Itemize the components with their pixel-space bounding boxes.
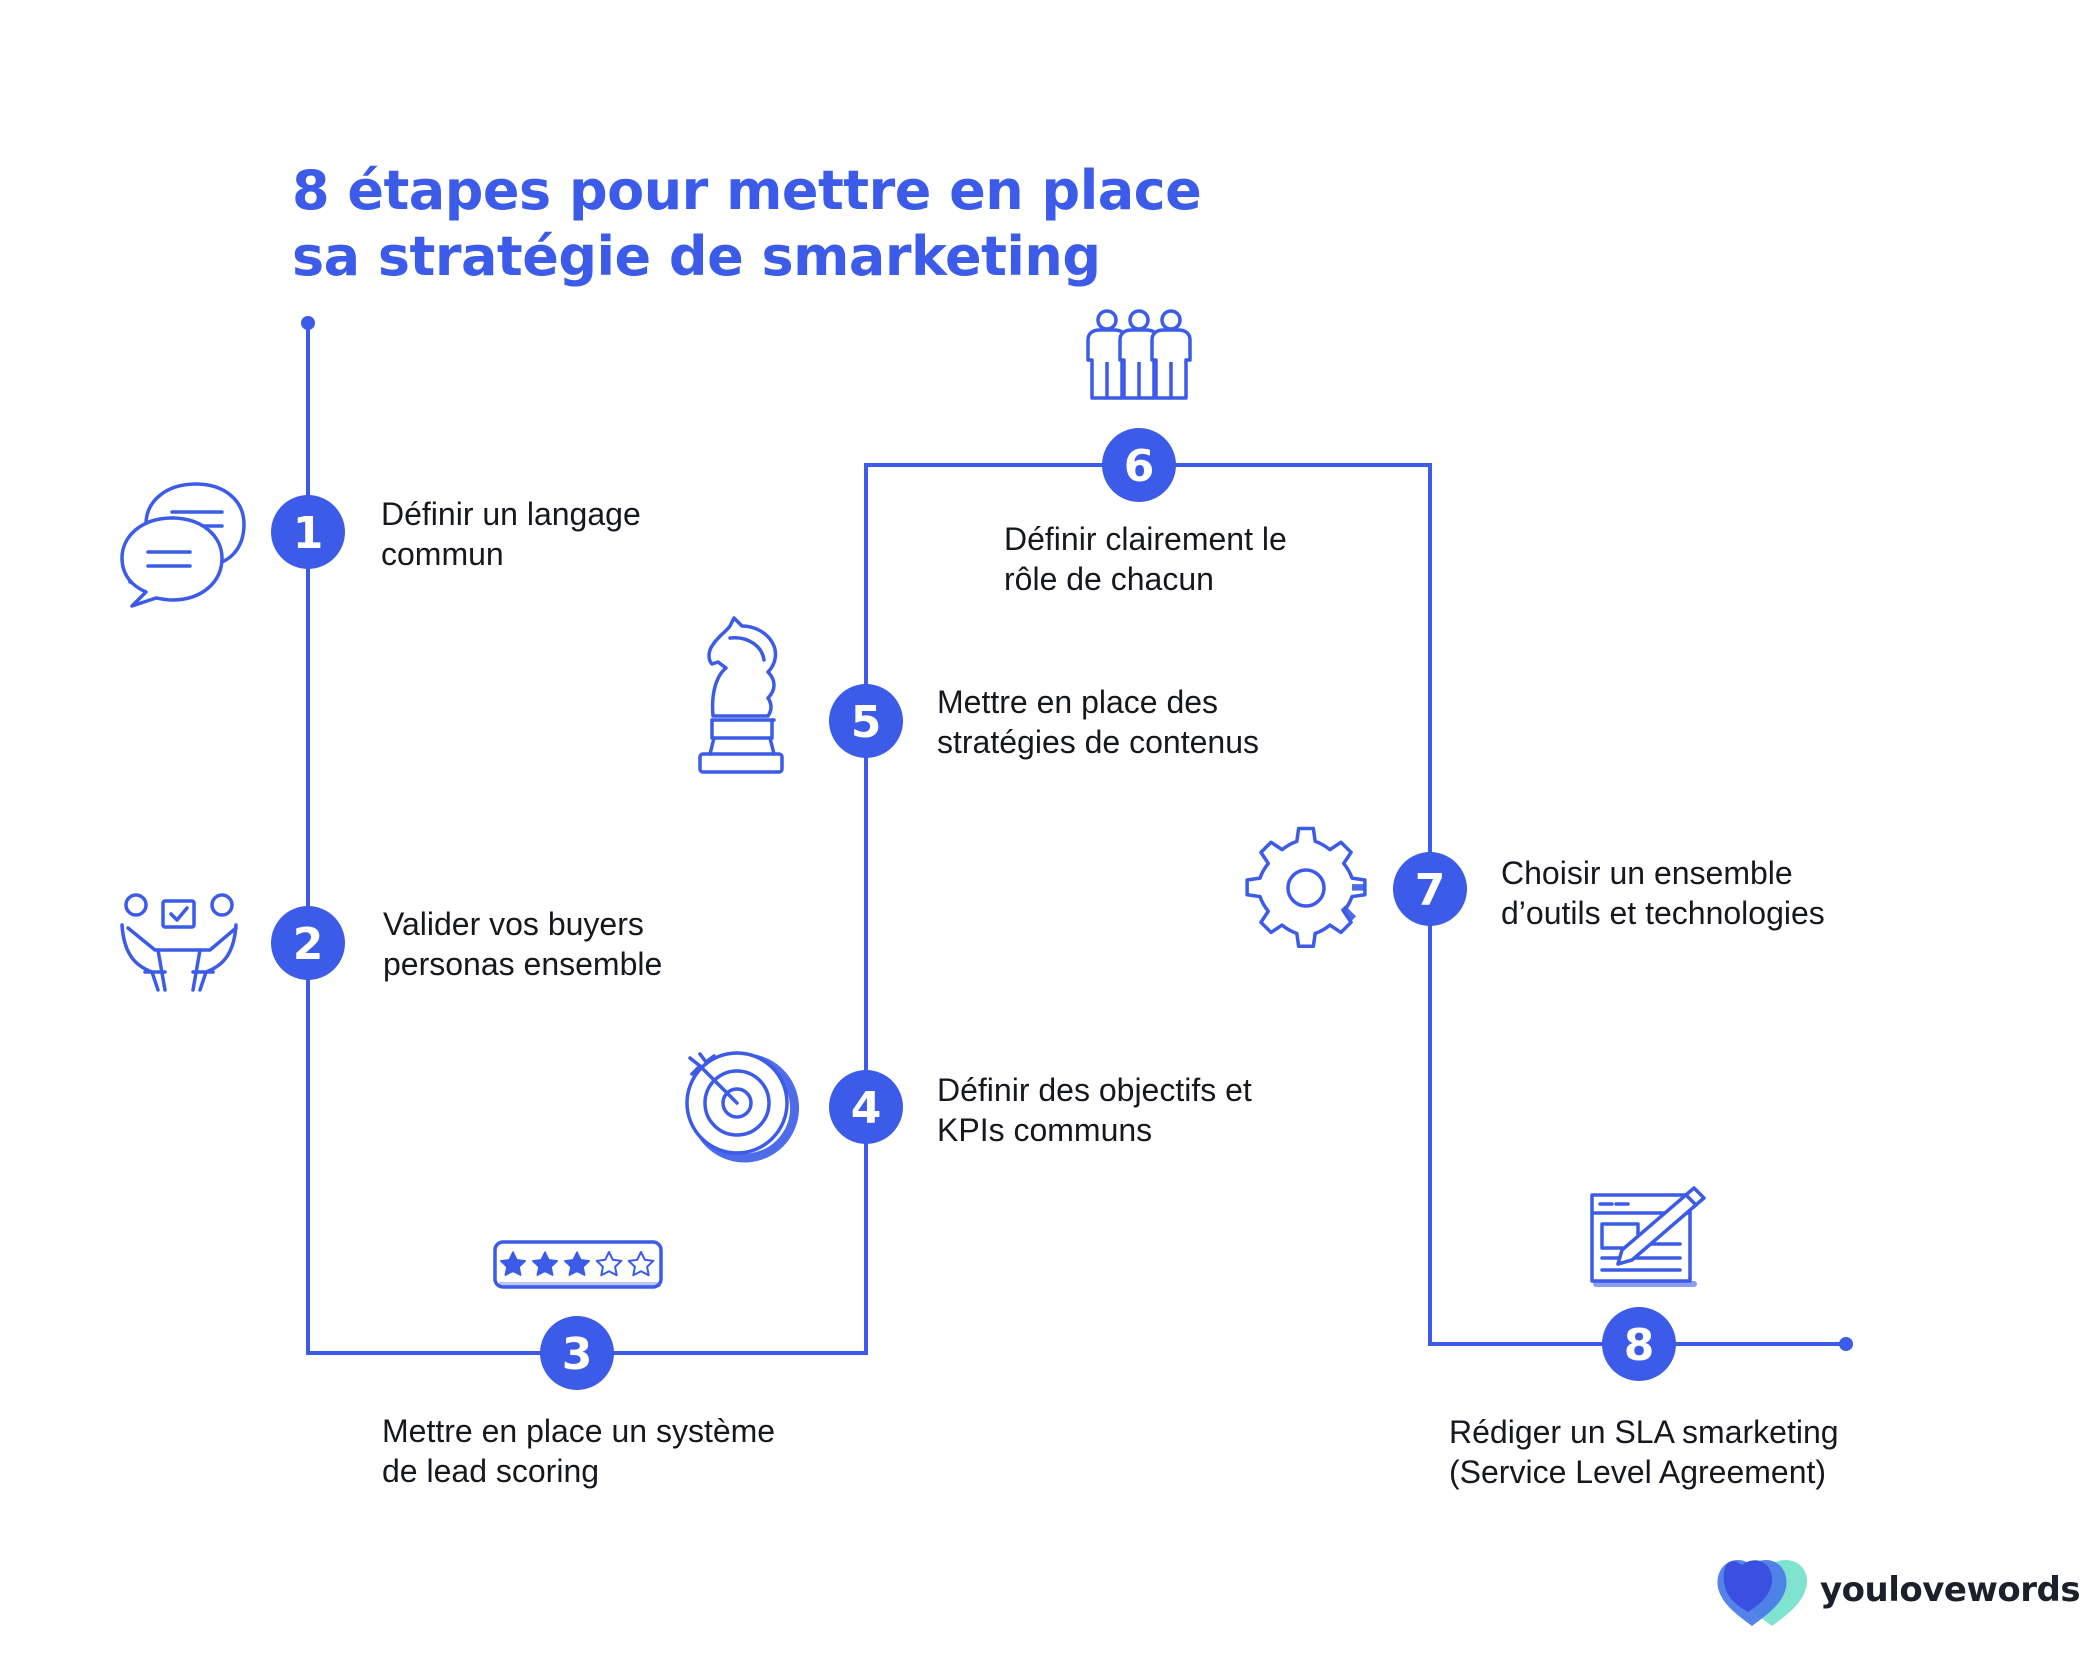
svg-text:2: 2 <box>293 919 324 970</box>
step-4-line-1: Définir des objectifs et <box>937 1072 1252 1108</box>
document-pencil-icon <box>1590 1186 1706 1287</box>
svg-text:8: 8 <box>1624 1320 1655 1371</box>
step-6-line-1: Définir clairement le <box>1004 521 1287 557</box>
svg-text:5: 5 <box>851 697 882 748</box>
step-7-line-1: Choisir un ensemble <box>1501 855 1793 891</box>
target-icon <box>685 1051 800 1163</box>
step-8-line-2: (Service Level Agreement) <box>1449 1454 1827 1490</box>
step-label-2: Valider vos buyers personas ensemble <box>383 904 662 984</box>
step-3-line-1: Mettre en place un système <box>382 1413 776 1449</box>
step-4-line-2: KPIs communs <box>937 1112 1153 1148</box>
step-label-5: Mettre en place des stratégies de conten… <box>937 682 1259 762</box>
step-badge-8: 8 <box>1602 1307 1676 1381</box>
brand-name: youlovewords <box>1820 1570 2081 1610</box>
step-2-line-1: Valider vos buyers <box>383 906 644 942</box>
step-badge-7: 7 <box>1393 852 1467 926</box>
step-badge-2: 2 <box>271 906 345 980</box>
step-badge-4: 4 <box>829 1070 903 1144</box>
step-6-line-2: rôle de chacun <box>1004 561 1214 597</box>
title-line-2: sa stratégie de smarketing <box>292 225 1101 288</box>
step-badge-3: 3 <box>540 1316 614 1390</box>
svg-text:3: 3 <box>562 1329 593 1380</box>
step-label-1: Définir un langage commun <box>381 494 641 574</box>
step-8-line-1: Rédiger un SLA smarketing <box>1449 1414 1839 1450</box>
path-line <box>306 323 1846 1355</box>
step-badge-1: 1 <box>271 495 345 569</box>
step-label-6: Définir clairement le rôle de chacun <box>1004 519 1287 599</box>
step-5-line-1: Mettre en place des <box>937 684 1219 720</box>
process-path <box>306 323 1846 1355</box>
svg-text:4: 4 <box>851 1083 882 1134</box>
chat-bubbles-icon <box>120 482 246 608</box>
star-rating-icon <box>493 1240 663 1289</box>
svg-text:1: 1 <box>293 508 324 559</box>
hearts-logo-icon <box>1717 1559 1808 1626</box>
step-label-4: Définir des objectifs et KPIs communs <box>937 1070 1252 1150</box>
meeting-people-icon <box>120 893 238 992</box>
team-people-icon <box>1086 309 1192 400</box>
step-badge-5: 5 <box>829 684 903 758</box>
step-1-line-1: Définir un langage <box>381 496 641 532</box>
step-label-7: Choisir un ensemble d’outils et technolo… <box>1501 853 1825 933</box>
step-label-8: Rédiger un SLA smarketing (Service Level… <box>1449 1412 1839 1492</box>
svg-text:6: 6 <box>1124 441 1155 492</box>
step-7-line-2: d’outils et technologies <box>1501 895 1825 931</box>
step-3-line-2: de lead scoring <box>382 1453 600 1489</box>
path-start-dot <box>301 316 315 330</box>
svg-text:7: 7 <box>1415 865 1446 916</box>
step-2-line-2: personas ensemble <box>383 946 663 982</box>
path-end-dot <box>1839 1337 1853 1351</box>
step-label-3: Mettre en place un système de lead scori… <box>382 1411 775 1491</box>
page-title: 8 étapes pour mettre en place sa stratég… <box>292 158 1202 290</box>
chess-knight-icon <box>698 616 784 774</box>
step-5-line-2: stratégies de contenus <box>937 724 1259 760</box>
gear-icon <box>1245 826 1367 948</box>
step-1-line-2: commun <box>381 536 504 572</box>
title-line-1: 8 étapes pour mettre en place <box>292 159 1202 222</box>
step-badge-6: 6 <box>1102 428 1176 502</box>
